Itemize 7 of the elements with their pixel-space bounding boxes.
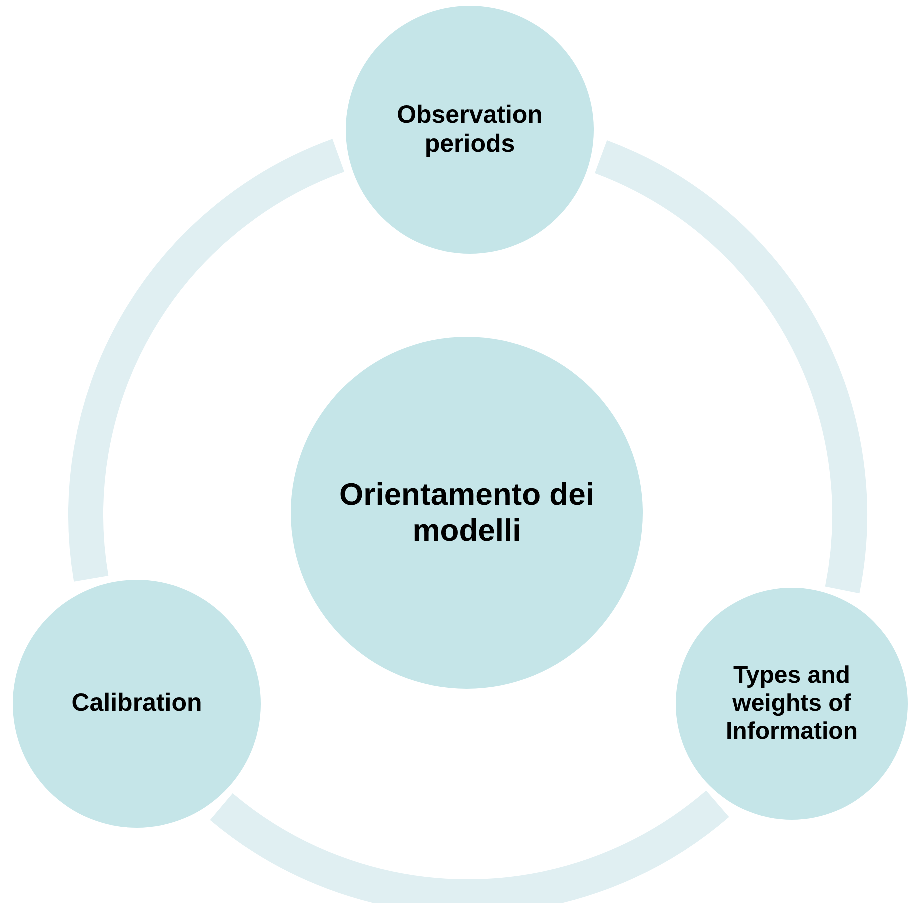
ring-arc: [68, 140, 346, 581]
node-label: Types and weights of Information: [725, 662, 859, 746]
ring-arc: [211, 790, 728, 903]
node-label: Observation periods: [396, 100, 544, 160]
ring-arc: [594, 140, 867, 593]
node-label: Orientamento dei modelli: [338, 476, 596, 550]
node-label: Calibration: [72, 689, 202, 719]
